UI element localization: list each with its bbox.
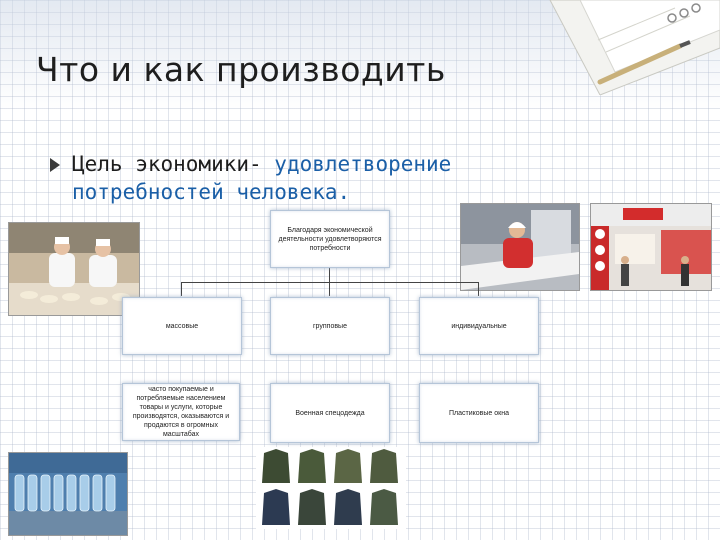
connector-mass (181, 282, 182, 296)
military-uniforms-photo (256, 447, 406, 529)
goal-prefix: Цель экономики- (72, 152, 262, 176)
bottling-line-photo (8, 452, 128, 536)
example-mass-box: часто покупаемые и потребляемые населени… (122, 383, 240, 441)
connector-root-down (329, 268, 330, 282)
example-group-box: Военная спецодежда (270, 383, 390, 443)
connector-individual (478, 282, 479, 296)
goal-line2: потребностей человека. (72, 180, 351, 204)
notebook-pencil-icon (549, 0, 720, 95)
page-title: Что и как производить (36, 50, 446, 89)
factory-worker-photo (460, 203, 580, 291)
example-individual-label: Пластиковые окна (449, 409, 509, 417)
bullet-arrow-icon (50, 158, 60, 172)
goal-statement: Цель экономики- удовлетворение потребнос… (72, 150, 632, 206)
diagram-root-box: Благодаря экономической деятельности удо… (270, 210, 390, 268)
category-mass-box: массовые (122, 297, 242, 355)
example-mass-label: часто покупаемые и потребляемые населени… (132, 386, 230, 438)
connector-horizontal (181, 282, 479, 283)
category-group-label: групповые (313, 322, 347, 330)
goal-highlight: удовлетворение (261, 152, 452, 176)
shop-photo (590, 203, 712, 291)
category-individual-label: индивидуальные (451, 322, 507, 330)
category-group-box: групповые (270, 297, 390, 355)
example-individual-box: Пластиковые окна (419, 383, 539, 443)
category-mass-label: массовые (165, 322, 199, 330)
connector-group (329, 282, 330, 296)
example-group-label: Военная спецодежда (295, 409, 365, 417)
category-individual-box: индивидуальные (419, 297, 539, 355)
diagram-root-label: Благодаря экономической деятельности удо… (278, 226, 382, 252)
bakery-photo (8, 222, 140, 316)
